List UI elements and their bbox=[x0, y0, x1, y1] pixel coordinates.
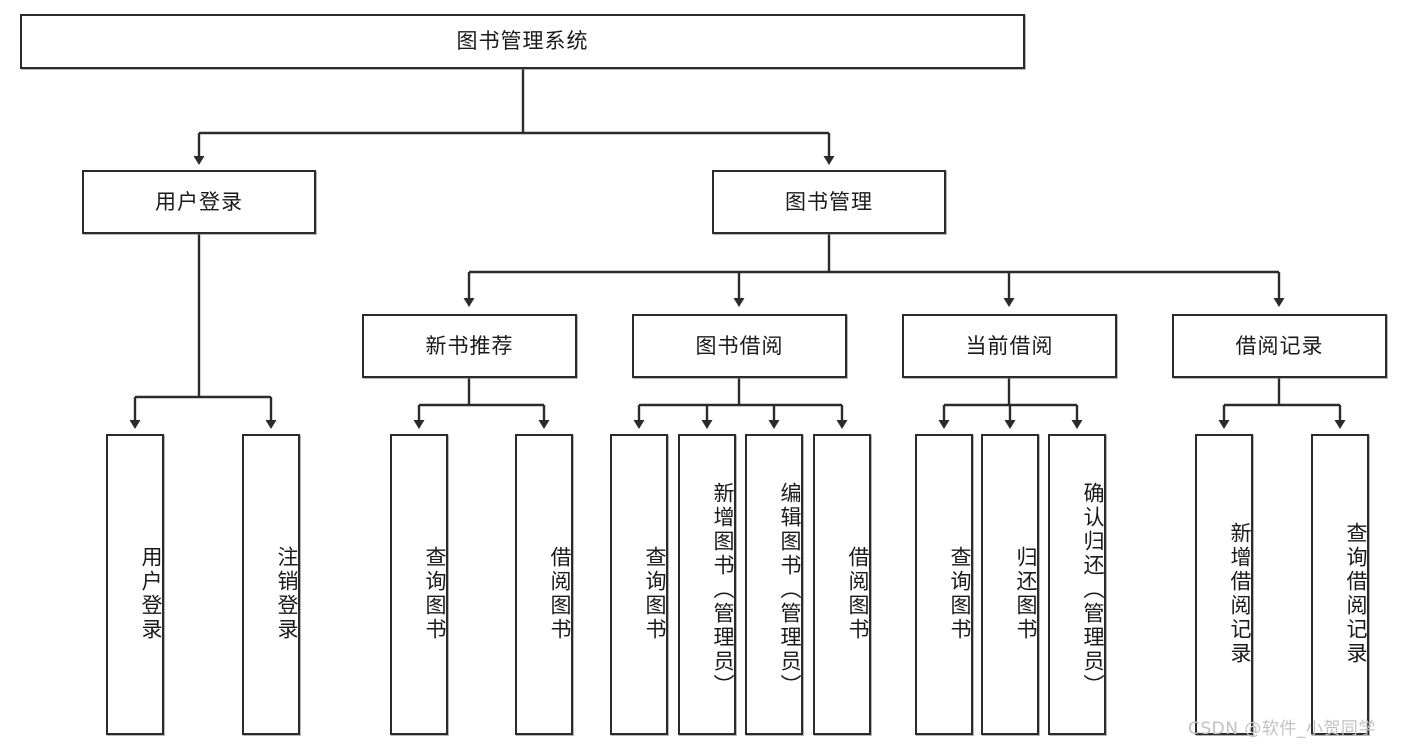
leaf-borrow-add-book[interactable]: 新增图书（管理员） bbox=[678, 434, 736, 735]
leaf-current-return-book-label: 归还图书 bbox=[1014, 545, 1038, 642]
leaf-borrow-edit-book-label: 编辑图书（管理员） bbox=[778, 481, 802, 698]
node-book-borrow-label: 图书借阅 bbox=[695, 333, 784, 358]
leaf-current-return-book[interactable]: 归还图书 bbox=[981, 434, 1039, 735]
leaf-borrow-edit-book[interactable]: 编辑图书（管理员） bbox=[745, 434, 803, 735]
leaf-record-add-label: 新增借阅记录 bbox=[1228, 521, 1252, 666]
leaf-borrow-borrow-book-label: 借阅图书 bbox=[846, 545, 870, 642]
leaf-borrow-add-book-label: 新增图书（管理员） bbox=[711, 481, 735, 698]
node-borrow-record[interactable]: 借阅记录 bbox=[1172, 314, 1387, 378]
node-book-management-label: 图书管理 bbox=[785, 189, 873, 214]
leaf-record-query[interactable]: 查询借阅记录 bbox=[1311, 434, 1369, 735]
node-book-management[interactable]: 图书管理 bbox=[712, 170, 946, 234]
leaf-current-confirm-return[interactable]: 确认归还（管理员） bbox=[1048, 434, 1106, 735]
node-user-login[interactable]: 用户登录 bbox=[82, 170, 316, 234]
leaf-new-book-borrow[interactable]: 借阅图书 bbox=[515, 434, 573, 735]
leaf-new-book-query-label: 查询图书 bbox=[423, 545, 447, 642]
node-borrow-record-label: 借阅记录 bbox=[1235, 333, 1324, 358]
leaf-new-book-query[interactable]: 查询图书 bbox=[390, 434, 448, 735]
leaf-record-add[interactable]: 新增借阅记录 bbox=[1195, 434, 1253, 735]
leaf-current-confirm-return-label: 确认归还（管理员） bbox=[1081, 481, 1105, 698]
leaf-user-login-signin-label: 用户登录 bbox=[139, 545, 163, 642]
leaf-borrow-borrow-book[interactable]: 借阅图书 bbox=[813, 434, 871, 735]
leaf-user-login-signout-label: 注销登录 bbox=[275, 545, 299, 642]
leaf-current-query-book[interactable]: 查询图书 bbox=[915, 434, 973, 735]
leaf-borrow-query-book-label: 查询图书 bbox=[643, 545, 667, 642]
node-new-book-recommend-label: 新书推荐 bbox=[425, 333, 514, 358]
node-user-login-label: 用户登录 bbox=[155, 189, 243, 214]
leaf-current-query-book-label: 查询图书 bbox=[948, 545, 972, 642]
watermark: CSDN @软件_小贺同学 bbox=[1188, 719, 1376, 739]
leaf-new-book-borrow-label: 借阅图书 bbox=[548, 545, 572, 642]
node-book-borrow[interactable]: 图书借阅 bbox=[632, 314, 847, 378]
node-new-book-recommend[interactable]: 新书推荐 bbox=[362, 314, 577, 378]
node-current-borrow-label: 当前借阅 bbox=[965, 333, 1054, 358]
node-current-borrow[interactable]: 当前借阅 bbox=[902, 314, 1117, 378]
leaf-user-login-signout[interactable]: 注销登录 bbox=[242, 434, 300, 735]
leaf-record-query-label: 查询借阅记录 bbox=[1344, 521, 1368, 666]
leaf-user-login-signin[interactable]: 用户登录 bbox=[106, 434, 164, 735]
leaf-borrow-query-book[interactable]: 查询图书 bbox=[610, 434, 668, 735]
node-root-label: 图书管理系统 bbox=[456, 29, 589, 54]
node-root[interactable]: 图书管理系统 bbox=[20, 14, 1025, 69]
